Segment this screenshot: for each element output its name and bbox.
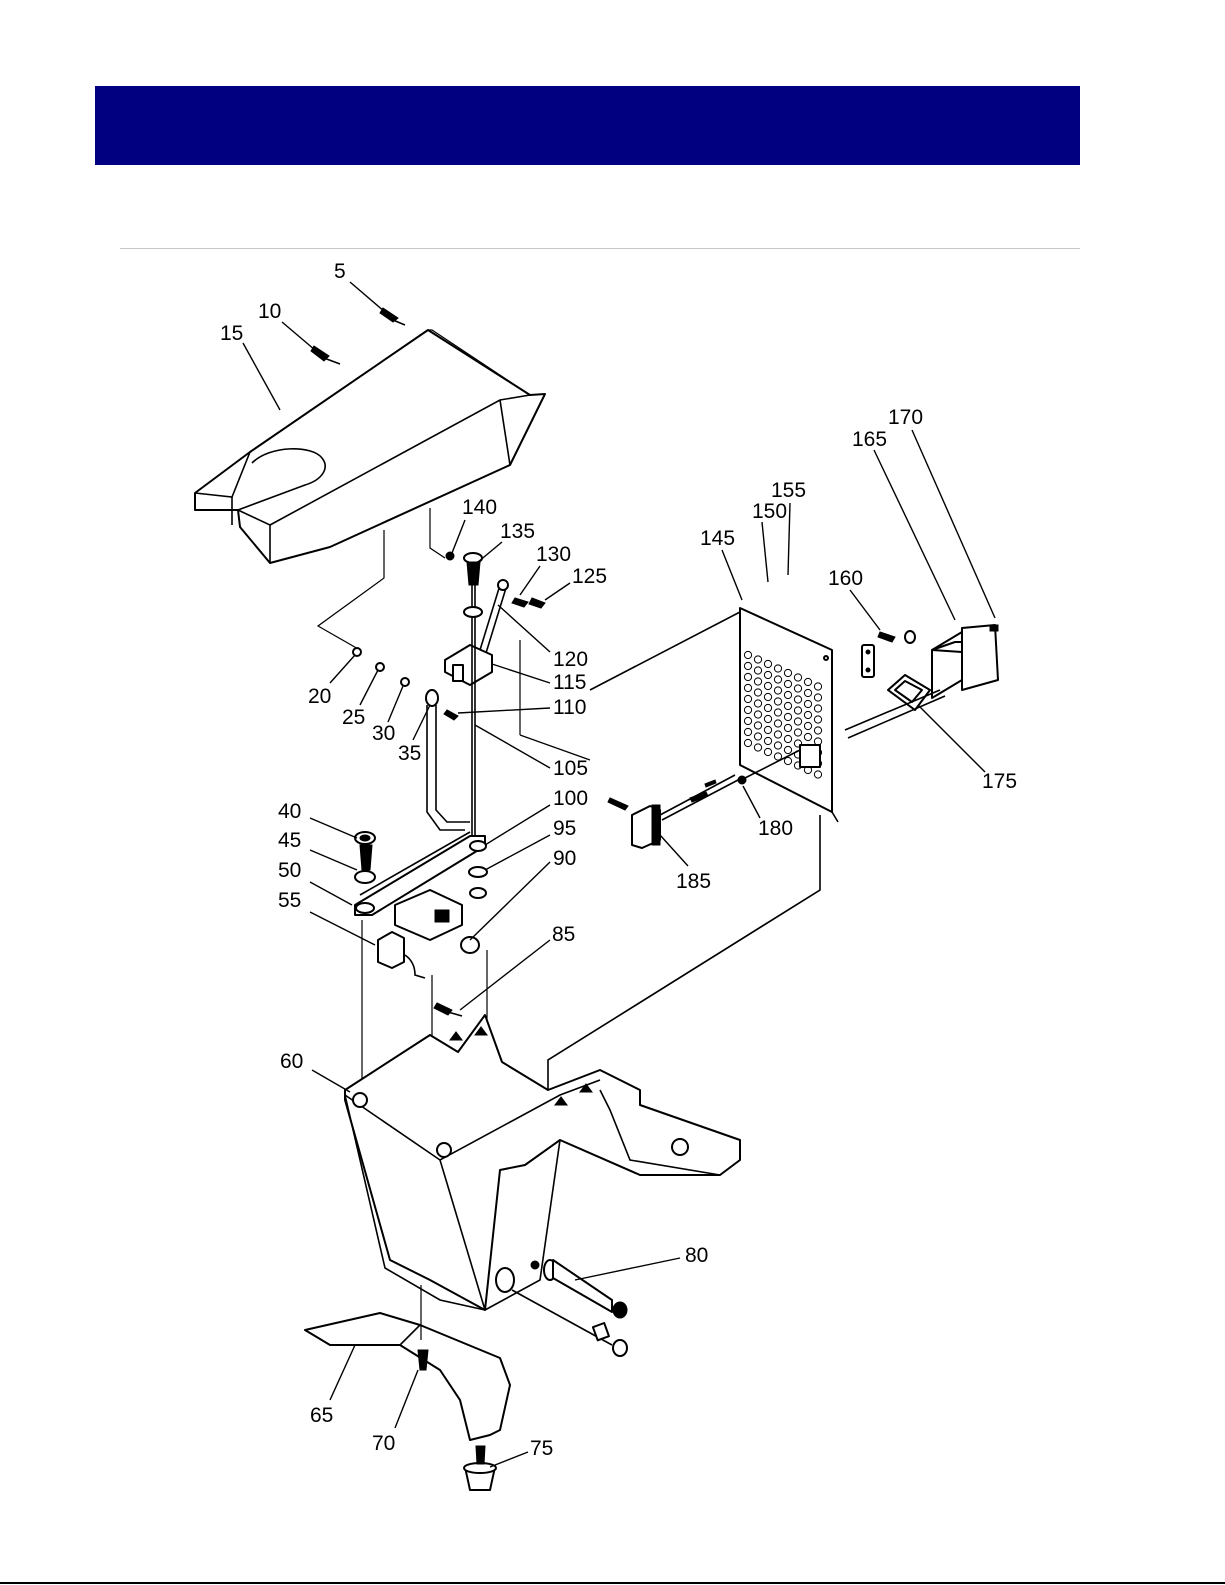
callout-85: 85 xyxy=(552,923,575,946)
callout-20: 20 xyxy=(308,685,331,708)
callout-140: 140 xyxy=(462,496,497,519)
callout-180: 180 xyxy=(758,817,793,840)
callout-25: 25 xyxy=(342,706,365,729)
callout-70: 70 xyxy=(372,1432,395,1455)
callout-155: 155 xyxy=(771,479,806,502)
callout-130: 130 xyxy=(536,543,571,566)
callout-125: 125 xyxy=(572,565,607,588)
callout-10: 10 xyxy=(258,300,281,323)
callout-105: 105 xyxy=(553,757,588,780)
callout-135: 135 xyxy=(500,520,535,543)
top-cover xyxy=(195,330,545,563)
callout-55: 55 xyxy=(278,889,301,912)
callout-35: 35 xyxy=(398,742,421,765)
callout-160: 160 xyxy=(828,567,863,590)
callout-185: 185 xyxy=(676,870,711,893)
base-housing xyxy=(345,815,820,1310)
callout-115: 115 xyxy=(553,671,586,694)
callout-30: 30 xyxy=(372,722,395,745)
callout-90: 90 xyxy=(553,847,576,870)
callout-75: 75 xyxy=(530,1437,553,1460)
shaft-assembly xyxy=(496,1260,627,1356)
callout-110: 110 xyxy=(553,696,586,719)
callout-145: 145 xyxy=(700,527,735,550)
callout-40: 40 xyxy=(278,800,301,823)
callout-80: 80 xyxy=(685,1244,708,1267)
callout-95: 95 xyxy=(553,817,576,840)
callout-65: 65 xyxy=(310,1404,333,1427)
callout-100: 100 xyxy=(553,787,588,810)
callout-45: 45 xyxy=(278,829,301,852)
callout-170: 170 xyxy=(888,406,923,429)
screw-10 xyxy=(311,346,340,364)
callout-5: 5 xyxy=(334,260,346,283)
callout-15: 15 xyxy=(220,322,243,345)
connector-line xyxy=(430,508,445,558)
motor-assembly xyxy=(845,625,998,738)
callout-175: 175 xyxy=(982,770,1017,793)
callout-165: 165 xyxy=(852,428,887,451)
callout-120: 120 xyxy=(553,648,588,671)
callout-60: 60 xyxy=(280,1050,303,1073)
callout-50: 50 xyxy=(278,859,301,882)
callout-150: 150 xyxy=(752,500,787,523)
rear-panel xyxy=(590,608,838,822)
